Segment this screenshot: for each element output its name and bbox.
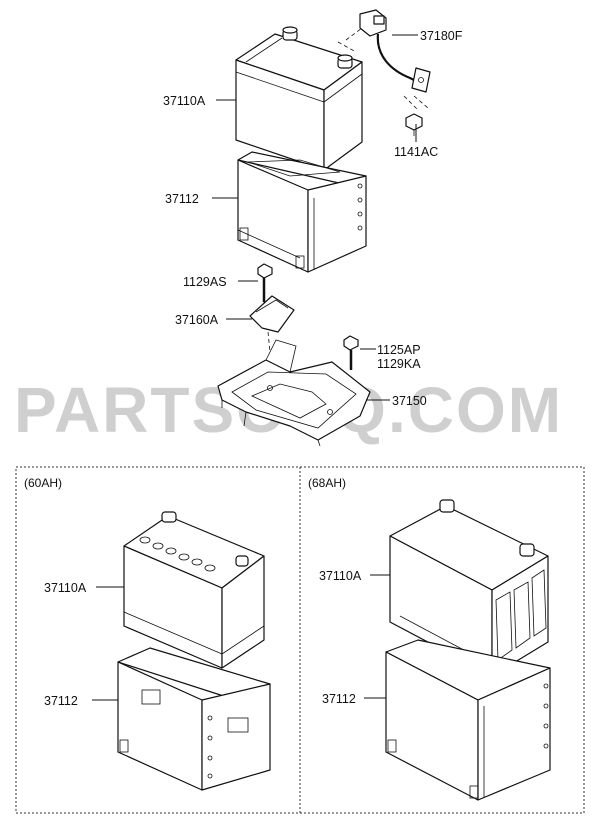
bolt-1141ac[interactable] <box>405 113 423 136</box>
label-1129as: 1129AS <box>183 275 227 289</box>
panel-68ah: (68AH) 37110A 37112 <box>308 476 551 801</box>
clamp-37160a[interactable] <box>249 295 295 353</box>
terminal-cable-37180f[interactable] <box>337 9 431 111</box>
battery-37110a[interactable] <box>235 26 363 171</box>
label-37160a: 37160A <box>175 313 219 327</box>
panel-title-68ah: (68AH) <box>308 476 346 490</box>
label-1125ap: 1125AP <box>377 343 421 357</box>
label-37112-60ah: 37112 <box>44 694 78 708</box>
battery-60ah[interactable] <box>123 511 265 669</box>
battery-tray-37150[interactable] <box>217 339 371 447</box>
label-37110a: 37110A <box>163 94 206 108</box>
insulator-60ah[interactable] <box>117 647 271 791</box>
label-1141ac: 1141AC <box>394 145 438 159</box>
label-1129ka: 1129KA <box>377 357 421 371</box>
panel-title-60ah: (60AH) <box>24 476 62 490</box>
label-37110a-60ah: 37110A <box>44 581 87 595</box>
label-37112: 37112 <box>165 192 199 206</box>
insulator-68ah[interactable] <box>385 639 551 801</box>
panel-60ah: (60AH) <box>24 476 271 791</box>
bolt-1125ap[interactable] <box>343 335 359 370</box>
label-37150: 37150 <box>392 394 427 408</box>
label-37110a-68ah: 37110A <box>319 569 362 583</box>
label-37112-68ah: 37112 <box>322 692 356 706</box>
battery-insulator-37112[interactable] <box>237 151 367 273</box>
label-37180f: 37180F <box>420 29 463 43</box>
battery-68ah[interactable] <box>389 499 549 677</box>
